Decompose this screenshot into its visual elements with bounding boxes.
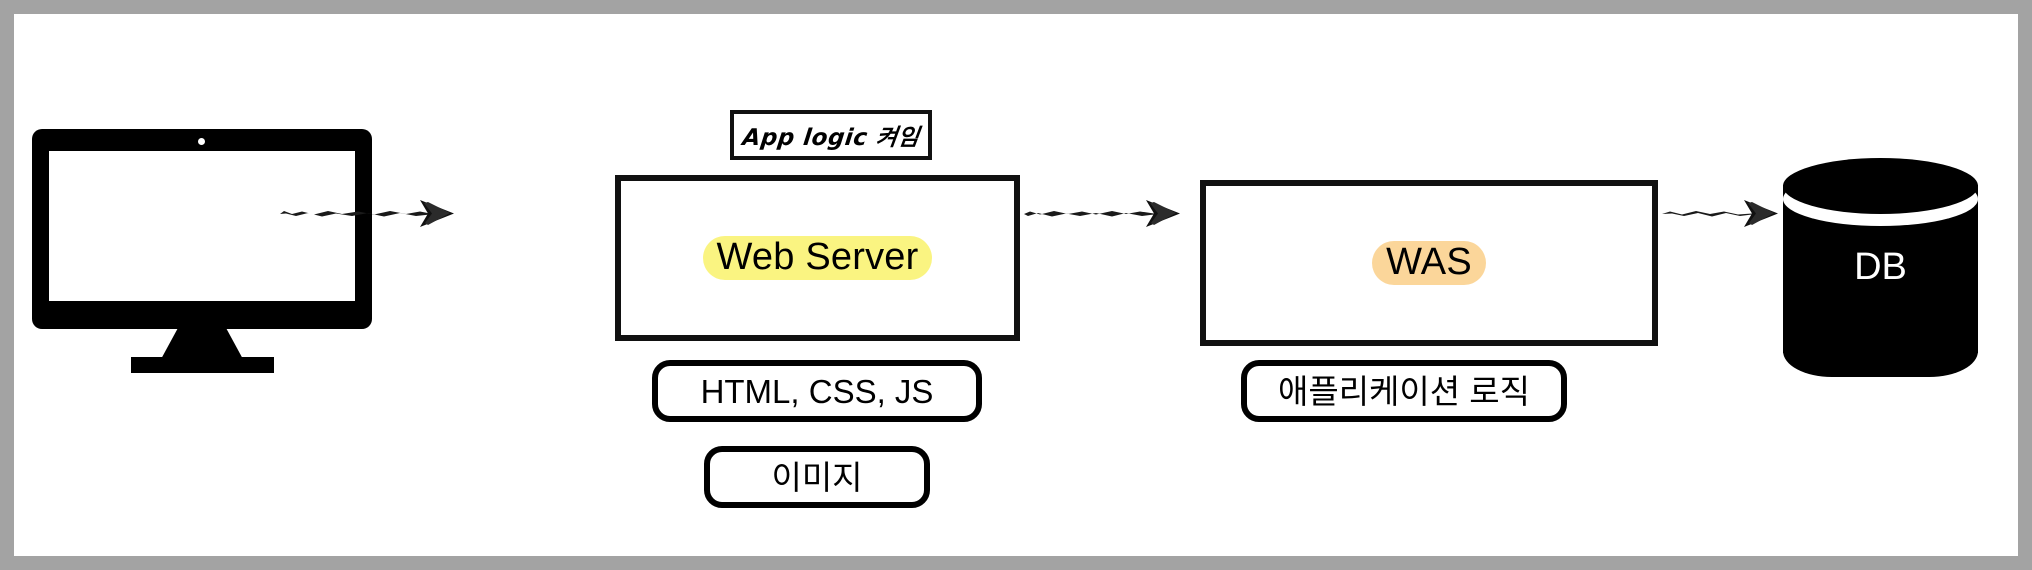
pill-application-logic[interactable]: 애플리케이션 로직 [1241,360,1567,422]
pill-images-label: 이미지 [771,458,863,496]
monitor-stand-base [131,357,274,373]
database-cylinder[interactable]: DB [1783,158,1978,377]
pill-html-css-js[interactable]: HTML, CSS, JS [652,360,982,422]
was-label: WAS [1372,241,1486,285]
handwritten-note-text: App logic 켜임 [740,125,921,151]
pill-images[interactable]: 이미지 [704,446,930,508]
web-server-node[interactable]: Web Server [615,175,1020,341]
monitor-camera-dot [198,138,205,145]
arrow-was-to-db [1660,192,1810,232]
db-top-ellipse [1783,158,1978,214]
handwritten-note-box: App logic 켜임 [730,110,932,160]
pill-application-logic-label: 애플리케이션 로직 [1277,372,1531,410]
web-server-label: Web Server [702,236,933,280]
pill-html-css-js-label: HTML, CSS, JS [700,372,934,410]
desktop-monitor-icon [32,129,372,373]
monitor-stand-neck [160,327,244,361]
arrow-client-to-web-server [278,192,478,232]
diagram-canvas: App logic 켜임 Web Server WAS [14,14,2018,556]
arrow-web-server-to-was [1022,192,1212,232]
db-label: DB [1854,246,1907,288]
monitor-screen [49,151,355,301]
monitor-bezel [32,129,372,329]
was-node[interactable]: WAS [1200,180,1658,346]
